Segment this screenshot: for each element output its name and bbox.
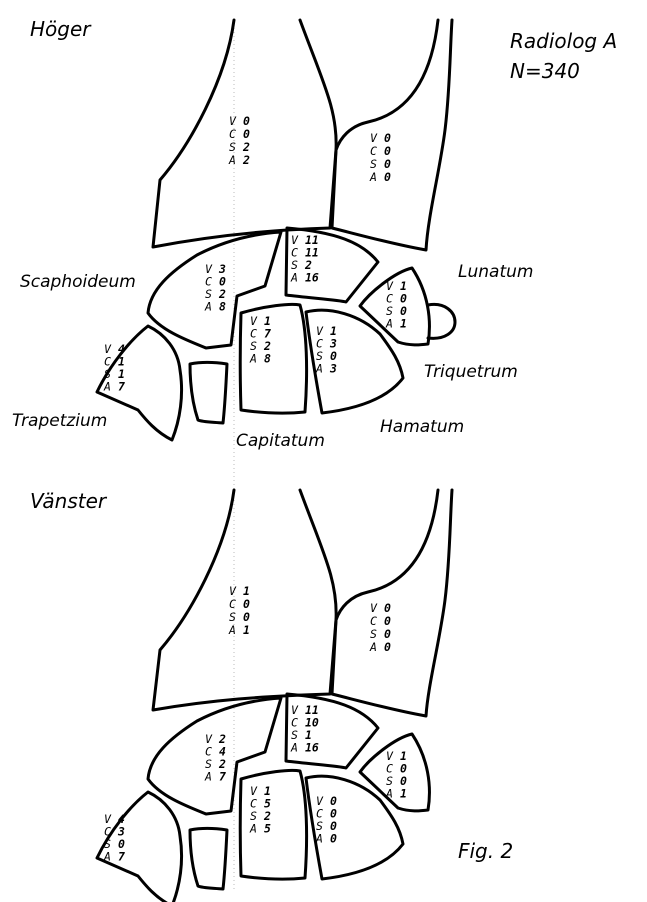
side-title-hoger: Höger	[30, 17, 92, 41]
vcsa-value: 3	[329, 362, 337, 376]
vcsa-value: 5	[264, 822, 271, 836]
vcsa-value: 0	[330, 832, 337, 846]
vcsa-code: C	[370, 614, 377, 628]
vcsa-value: 2	[242, 153, 250, 167]
vcsa-block-hamatum: V1C3S0A3	[315, 324, 337, 376]
vcsa-block-scaphoideum: V2C4S2A7	[204, 732, 226, 784]
vcsa-code: A	[315, 832, 323, 846]
label-triquetrum: Triquetrum	[424, 362, 518, 382]
vcsa-value: 2	[242, 140, 250, 154]
vcsa-value: 7	[118, 850, 125, 864]
vcsa-code: A	[204, 770, 212, 784]
vcsa-code: V	[370, 601, 378, 615]
vcsa-value: 0	[243, 597, 250, 611]
vcsa-code: A	[315, 362, 323, 376]
vcsa-value: 1	[400, 317, 407, 331]
figure-label: Fig. 2	[458, 839, 513, 863]
pisiform-outline	[428, 304, 455, 338]
vcsa-code: A	[385, 787, 393, 801]
vcsa-value: 0	[243, 114, 250, 128]
ulna-outline	[332, 490, 452, 716]
trapezoid-outline	[190, 363, 227, 424]
scaphoideum-outline	[148, 698, 281, 814]
lunatum-outline	[286, 694, 378, 768]
vcsa-code: V	[229, 114, 237, 128]
vcsa-code: C	[370, 144, 377, 158]
vcsa-value: 7	[219, 770, 226, 784]
ulna-outline	[332, 20, 452, 250]
lunatum-outline	[286, 228, 378, 302]
trapezoid-outline	[190, 829, 227, 890]
vcsa-value: 1	[243, 584, 250, 598]
label-trapetzium: Trapetzium	[12, 411, 107, 431]
label-scaphoideum: Scaphoideum	[20, 272, 136, 292]
vcsa-code: C	[229, 127, 236, 141]
vcsa-value: 0	[384, 170, 391, 184]
vcsa-block-radius: V1C0S0A1	[228, 584, 250, 637]
vcsa-code: A	[369, 170, 377, 184]
author-label: Radiolog A	[510, 29, 617, 53]
vcsa-value: 0	[384, 131, 391, 145]
vcsa-value: 8	[219, 300, 226, 314]
vcsa-value: 7	[118, 380, 125, 394]
vcsa-block-lunatum: V11C11S2A16	[290, 233, 319, 285]
vcsa-value: 0	[243, 610, 250, 624]
vcsa-block-capitatum: V1C7S2A8	[249, 314, 271, 366]
vcsa-value: 1	[400, 787, 407, 801]
vcsa-code: A	[249, 822, 257, 836]
vcsa-code: A	[290, 271, 298, 285]
side-title-vanster: Vänster	[30, 489, 108, 513]
vcsa-code: V	[370, 131, 378, 145]
label-lunatum: Lunatum	[458, 262, 533, 282]
wrist-bottom	[97, 490, 452, 902]
vcsa-code: S	[229, 610, 236, 624]
vcsa-code: S	[370, 627, 377, 641]
vcsa-code: A	[369, 640, 377, 654]
scaphoideum-outline	[148, 232, 281, 348]
label-hamatum: Hamatum	[380, 417, 464, 437]
vcsa-code: A	[103, 850, 111, 864]
vcsa-code: S	[370, 157, 377, 171]
vcsa-value: 16	[305, 741, 319, 755]
vcsa-code: C	[229, 597, 236, 611]
label-capitatum: Capitatum	[236, 431, 325, 451]
vcsa-code: A	[290, 741, 298, 755]
vcsa-value: 16	[305, 271, 319, 285]
vcsa-value: 0	[384, 144, 391, 158]
sample-size-label: N=340	[510, 59, 580, 83]
vcsa-block-capitatum: V1C5S2A5	[249, 784, 271, 836]
vcsa-code: V	[229, 584, 237, 598]
vcsa-code: S	[229, 140, 236, 154]
vcsa-value: 0	[384, 627, 391, 641]
triquetrum-outline	[360, 268, 429, 345]
vcsa-value: 0	[384, 640, 391, 654]
vcsa-code: A	[204, 300, 212, 314]
vcsa-value: 0	[384, 601, 391, 615]
triquetrum-outline	[360, 734, 429, 811]
vcsa-code: A	[228, 153, 236, 167]
vcsa-block-lunatum: V11C10S1A16	[290, 703, 319, 755]
vcsa-value: 0	[384, 614, 391, 628]
vcsa-code: A	[249, 352, 257, 366]
vcsa-code: A	[103, 380, 111, 394]
wrist-top	[97, 20, 455, 440]
vcsa-code: A	[228, 623, 236, 637]
vcsa-block-trapetzium: V4C1S1A7	[103, 342, 125, 394]
vcsa-value: 1	[243, 623, 250, 637]
vcsa-block-trapetzium: V4C3S0A7	[103, 812, 125, 864]
vcsa-code: A	[385, 317, 393, 331]
vcsa-value: 8	[264, 352, 271, 366]
vcsa-value: 0	[384, 157, 391, 171]
vcsa-value: 0	[243, 127, 250, 141]
